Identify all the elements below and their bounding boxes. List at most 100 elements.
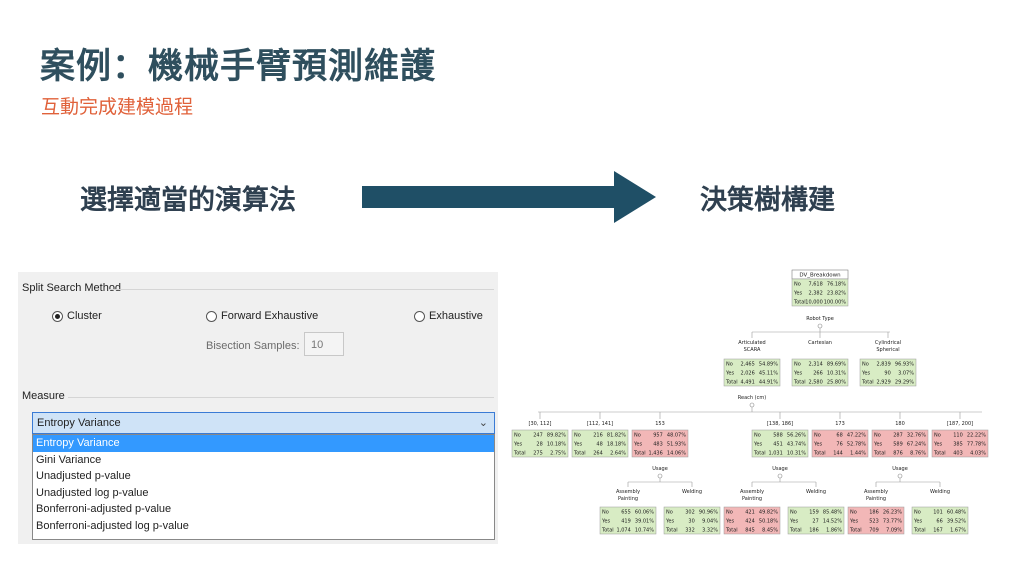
node-label: Yes [513, 442, 522, 448]
group-divider [108, 289, 494, 290]
node-label: Yes [753, 442, 762, 448]
node-label: Total [573, 451, 586, 457]
node-pct: 14.52% [823, 519, 842, 525]
node-pct: 77.78% [967, 442, 986, 448]
node-pct: 29.29% [895, 380, 914, 386]
measure-option[interactable]: Entropy Variance [33, 435, 494, 452]
measure-option[interactable]: Unadjusted p-value [36, 470, 131, 482]
node-label: Total [813, 451, 826, 457]
node-label: Yes [793, 371, 802, 377]
node-label: Total [849, 528, 862, 534]
node-count: 403 [953, 451, 963, 457]
node-pct: 89.82% [547, 433, 566, 439]
node-count: 7,618 [808, 282, 822, 288]
tree-node [811, 429, 869, 458]
node-pct: 8.76% [910, 451, 926, 457]
node-pct: 4.03% [970, 451, 986, 457]
node-label: Yes [665, 519, 674, 525]
node-label: Yes [725, 371, 734, 377]
node-label: Yes [913, 519, 922, 525]
node-pct: 54.89% [759, 362, 778, 368]
branch-label: Painting [866, 496, 886, 502]
node-count: 421 [745, 510, 755, 516]
radio-cluster[interactable]: Cluster [52, 310, 102, 322]
node-label: Total [753, 451, 766, 457]
radio-forward-exhaustive[interactable]: Forward Exhaustive [206, 310, 318, 322]
node-pct: 60.06% [635, 510, 654, 516]
node-label: No [934, 433, 941, 439]
node-label: No [914, 510, 921, 516]
radio-selected-icon [52, 310, 63, 322]
node-count: 144 [833, 451, 843, 457]
step-build-tree: 決策樹構建 [700, 185, 835, 216]
bisection-samples-label: Bisection Samples: [206, 340, 300, 352]
tree-node [511, 429, 569, 458]
node-label: No [574, 433, 581, 439]
radio-label: Cluster [67, 310, 102, 322]
node-count: 1,031 [768, 451, 782, 457]
node-label: No [754, 433, 761, 439]
node-pct: 43.74% [787, 442, 806, 448]
group-divider [68, 397, 494, 398]
node-pct: 23.82% [827, 291, 846, 297]
node-pct: 32.76% [907, 433, 926, 439]
node-count: 2,026 [740, 371, 754, 377]
branch-label: Articulated [738, 340, 765, 346]
node-count: 1,074 [616, 528, 630, 534]
tree-node [663, 506, 721, 535]
node-pct: 76.18% [827, 282, 846, 288]
radio-unselected-icon [414, 310, 425, 322]
tree-node [723, 358, 781, 387]
node-label: Total [933, 451, 946, 457]
node-pct: 2.75% [550, 451, 566, 457]
branch-label: Spherical [876, 347, 899, 353]
branch-label: Assembly [740, 489, 764, 495]
split-label: Robot Type [806, 316, 834, 322]
tree-node [751, 429, 809, 458]
node-pct: 90.96% [699, 510, 718, 516]
branch-label: [138, 186] [767, 421, 793, 427]
split-toggle-icon [657, 473, 663, 479]
node-pct: 81.82% [607, 433, 626, 439]
node-count: 1,436 [648, 451, 662, 457]
node-label: No [602, 510, 609, 516]
radio-label: Exhaustive [429, 310, 483, 322]
measure-option[interactable]: Gini Variance [36, 453, 102, 466]
node-pct: 1.44% [850, 451, 866, 457]
branch-label: Welding [930, 489, 950, 495]
branch-label: 173 [835, 421, 845, 427]
node-label: Yes [633, 442, 642, 448]
branch-label: Welding [806, 489, 826, 495]
measure-select[interactable]: Entropy Variance ⌄ [32, 412, 495, 434]
node-label: Yes [861, 371, 870, 377]
node-pct: 44.91% [759, 380, 778, 386]
step-select-algorithm: 選擇適當的演算法 [80, 185, 296, 216]
node-count: 2,929 [876, 380, 890, 386]
node-count: 101 [933, 510, 943, 516]
tree-node [847, 506, 905, 535]
radio-label: Forward Exhaustive [221, 310, 319, 322]
branch-label: [187, 200] [947, 421, 973, 427]
branch-label: Welding [682, 489, 702, 495]
node-count: 419 [621, 519, 631, 525]
node-label: Yes [849, 519, 858, 525]
node-label: No [850, 510, 857, 516]
node-label: Yes [813, 442, 822, 448]
node-count: 48 [596, 442, 602, 448]
tree-node [871, 429, 929, 458]
bisection-samples-input[interactable]: 10 [304, 332, 344, 356]
radio-exhaustive[interactable]: Exhaustive [414, 310, 483, 322]
branch-label: Assembly [616, 489, 640, 495]
branch-label: 180 [895, 421, 905, 427]
tree-node [571, 429, 629, 458]
branch-label: 153 [655, 421, 665, 427]
measure-option[interactable]: Bonferroni-adjusted log p-value [36, 519, 189, 532]
node-pct: 10.31% [827, 371, 846, 377]
node-count: 845 [745, 528, 755, 534]
node-pct: 73.77% [883, 519, 902, 525]
node-label: No [874, 433, 881, 439]
measure-option[interactable]: Bonferroni-adjusted p-value [36, 503, 172, 515]
measure-option[interactable]: Unadjusted log p-value [36, 486, 149, 499]
node-label: No [862, 362, 869, 368]
node-count: 876 [893, 451, 903, 457]
